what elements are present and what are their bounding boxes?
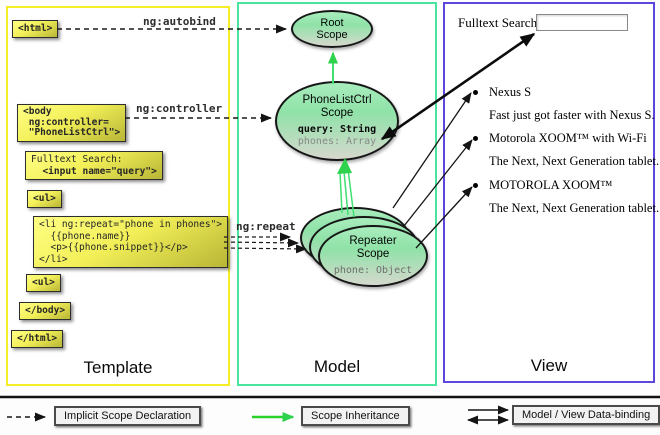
fulltext-search-input[interactable] <box>536 14 628 31</box>
code-box-body-close: </body> <box>19 302 72 320</box>
model-panel <box>237 2 437 386</box>
code-text: {{phone.name}} <box>39 230 131 242</box>
bullet-icon <box>473 90 478 95</box>
scope-prop-query: query: String <box>297 124 377 135</box>
view-item-xoom-wifi: Motorola XOOM™ with Wi-Fi The Next, Next… <box>470 131 660 169</box>
code-text: Fulltext Search: <box>31 154 123 165</box>
code-text: ng:controller= <box>23 116 109 128</box>
view-panel-title: View <box>530 356 568 375</box>
code-box-li-repeat: <li ng:repeat="phone in phones"> {{phone… <box>33 216 229 268</box>
legend-implicit-scope-declaration: Implicit Scope Declaration <box>54 406 202 426</box>
template-panel-title: Template <box>83 358 153 377</box>
code-text: <p>{{phone.snippet}}</p> <box>39 242 188 253</box>
view-item-nexus: Nexus S Fast just got faster with Nexus … <box>470 85 656 123</box>
scope-prop-phone: phone: Object <box>333 265 413 276</box>
code-text: </li> <box>39 253 68 265</box>
legend-scope-inheritance: Scope Inheritance <box>301 406 410 426</box>
view-item-xoom: MOTOROLA XOOM™ The Next, Next Generation… <box>470 178 660 216</box>
code-box-html-close: </html> <box>11 330 64 348</box>
ng-repeat-label: ng:repeat <box>236 220 296 233</box>
repeater-scope-ellipse-front: Repeater Scope phone: Object <box>318 225 428 287</box>
scope-name: PhoneListCtrl <box>302 94 372 106</box>
phonelistctrl-scope-ellipse: PhoneListCtrl Scope query: String phones… <box>275 81 399 161</box>
legend-model-view-data-binding: Model / View Data-binding <box>512 405 660 425</box>
code-box-ul-close: <ul> <box>26 274 61 292</box>
scope-name: Scope <box>316 29 348 41</box>
code-text: <body <box>23 106 52 117</box>
scope-prop-phones: phones: Array <box>297 136 377 147</box>
code-box-ul-open: <ul> <box>27 190 62 208</box>
code-box-fulltext: Fulltext Search: <input name="query"> <box>25 151 163 180</box>
ng-autobind-label: ng:autobind <box>143 15 216 28</box>
code-text: <li ng:repeat="phone in phones"> <box>39 219 223 230</box>
scope-name: Root <box>320 17 344 29</box>
code-text: <ul> <box>33 193 56 204</box>
phone-name: MOTOROLA XOOM™ <box>489 178 613 192</box>
code-text: </body> <box>25 305 66 316</box>
ng-controller-label: ng:controller <box>136 102 223 115</box>
fulltext-search-label: Fulltext Search: <box>458 15 541 30</box>
code-text: <input name="query"> <box>31 165 157 177</box>
scope-name: Scope <box>320 107 354 119</box>
phone-snippet: Fast just got faster with Nexus S. <box>489 108 655 122</box>
code-box-body-open: <body ng:controller= "PhoneListCtrl"> <box>17 104 127 142</box>
root-scope-ellipse: Root Scope <box>291 10 373 48</box>
phone-name: Nexus S <box>489 85 532 99</box>
phone-name: Motorola XOOM™ with Wi-Fi <box>489 131 647 145</box>
bullet-icon <box>473 183 478 188</box>
model-panel-title: Model <box>313 357 361 376</box>
code-text: <html> <box>18 23 53 34</box>
code-text: "PhoneListCtrl"> <box>23 127 121 138</box>
code-text: <ul> <box>32 277 55 288</box>
code-text: </html> <box>17 333 58 344</box>
bullet-icon <box>473 136 478 141</box>
code-box-html-open: <html> <box>12 20 59 38</box>
phone-snippet: The Next, Next Generation tablet. <box>489 154 660 168</box>
scope-name: Repeater <box>349 235 397 247</box>
scope-name: Scope <box>356 248 390 260</box>
phone-snippet: The Next, Next Generation tablet. <box>489 201 660 215</box>
